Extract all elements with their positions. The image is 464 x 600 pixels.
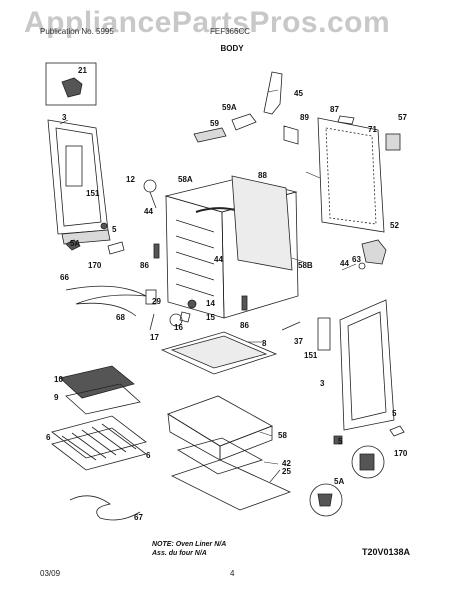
back-panel-71: [317, 117, 385, 233]
callout-86-left: 86: [140, 261, 149, 270]
callout-14: 14: [206, 299, 215, 308]
part-57: [385, 133, 401, 151]
callout-89: 89: [300, 113, 309, 122]
note-line-2: Ass. du four N/A: [152, 550, 207, 557]
inset-box-21: [45, 62, 97, 106]
callout-63: 63: [352, 255, 361, 264]
hinge-right-small: [333, 435, 343, 445]
part-63: [358, 262, 366, 270]
publication-label: Publication No. 5995: [40, 27, 114, 36]
part-89: [283, 125, 299, 145]
broil-element-67: [69, 495, 141, 521]
callout-88: 88: [258, 171, 267, 180]
part-87: [337, 115, 355, 125]
part-29: [145, 289, 157, 305]
part-59: [193, 127, 227, 143]
callout-12: 12: [126, 175, 135, 184]
callout-44-left: 44: [144, 207, 153, 216]
callout-5-left: 5: [112, 225, 117, 234]
callout-59: 59: [210, 119, 219, 128]
callout-8: 8: [262, 339, 267, 348]
callout-10: 10: [54, 375, 63, 384]
part-17: [149, 313, 155, 331]
hinge-5-detail: [351, 445, 385, 479]
callout-44-right: 44: [340, 259, 349, 268]
oven-door-right: [281, 299, 395, 431]
leader-lines: [59, 89, 357, 483]
callout-5a-left: 5A: [70, 239, 80, 248]
callout-45: 45: [294, 89, 303, 98]
note-line-1: NOTE: Oven Liner N/A: [152, 541, 227, 548]
watermark: AppliancePartsPros.com: [24, 6, 391, 39]
part-37: [281, 321, 301, 331]
broiler-pan: [59, 365, 141, 415]
callout-68: 68: [116, 313, 125, 322]
callout-58a: 58A: [178, 175, 193, 184]
callout-52: 52: [390, 221, 399, 230]
part-5: [100, 222, 108, 230]
callout-170-left: 170: [88, 261, 102, 270]
callout-42: 42: [282, 459, 291, 468]
part-170-right: [389, 425, 405, 437]
part-16: [169, 313, 183, 327]
callout-59a: 59A: [222, 103, 237, 112]
part-151-right: [317, 317, 331, 351]
part-52: [361, 239, 387, 265]
part-14: [187, 299, 197, 309]
diagram-code: T20V0138A: [362, 547, 411, 557]
callout-3-right: 3: [320, 379, 325, 388]
callout-151-left: 151: [86, 189, 100, 198]
footer-page-number: 4: [230, 569, 235, 578]
part-86-right: [241, 295, 248, 311]
callout-58: 58: [278, 431, 287, 440]
part-12-lamp: [143, 179, 157, 193]
callout-3-left: 3: [62, 113, 67, 122]
part-86-left: [153, 243, 160, 259]
part-21-handle: [61, 77, 83, 98]
callout-15: 15: [206, 313, 215, 322]
footer-date: 03/09: [40, 569, 61, 578]
model-label: FEF366CC: [210, 27, 251, 36]
part-170: [107, 241, 125, 255]
callout-21: 21: [78, 66, 87, 75]
callout-29: 29: [152, 297, 161, 306]
callout-5-right: 5: [338, 437, 343, 446]
callout-6-upper: 6: [46, 433, 51, 442]
callout-25: 25: [282, 467, 291, 476]
callout-151-right: 151: [304, 351, 318, 360]
callout-9: 9: [54, 393, 59, 402]
callout-5a-right: 5A: [334, 477, 344, 486]
callout-57: 57: [398, 113, 407, 122]
callout-37: 37: [294, 337, 303, 346]
part-8-tray: [160, 331, 278, 375]
callout-87: 87: [330, 105, 339, 114]
callout-58b: 58B: [298, 261, 313, 270]
hinge-5a-detail: [309, 483, 343, 517]
callout-6-lower: 6: [146, 451, 151, 460]
callout-66: 66: [60, 273, 69, 282]
part-42: [176, 437, 264, 475]
callout-44-center: 44: [214, 255, 223, 264]
callout-67: 67: [134, 513, 143, 522]
part-5a: [65, 239, 81, 251]
part-15: [179, 311, 191, 323]
callout-17: 17: [150, 333, 159, 342]
part-59a: [231, 113, 257, 131]
callout-86-right: 86: [240, 321, 249, 330]
oven-racks: [51, 415, 147, 471]
callout-170-right: 170: [394, 449, 408, 458]
section-title: BODY: [220, 44, 244, 53]
bracket-45: [263, 71, 283, 115]
part-25: [170, 459, 292, 511]
callout-16: 16: [174, 323, 183, 332]
callout-71: 71: [368, 125, 377, 134]
insulation-58b: [231, 175, 293, 271]
bake-element-66: [65, 285, 147, 317]
callout-5-right-top: 5: [392, 409, 397, 418]
note-block: NOTE: Oven Liner N/A Ass. du four N/A: [152, 540, 226, 558]
